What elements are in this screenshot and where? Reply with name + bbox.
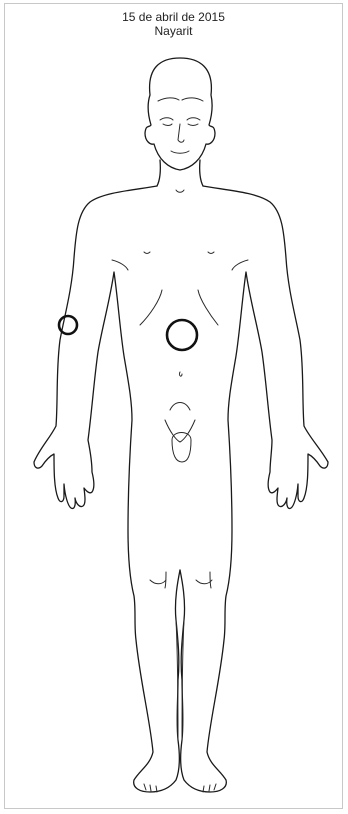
torso-details [112,190,248,792]
neck [157,160,203,186]
face-features [158,98,203,153]
abdomen-marker [167,320,197,350]
right-forearm-marker [59,316,77,334]
body-outline-left [34,186,180,792]
body-outline-right [180,186,328,792]
